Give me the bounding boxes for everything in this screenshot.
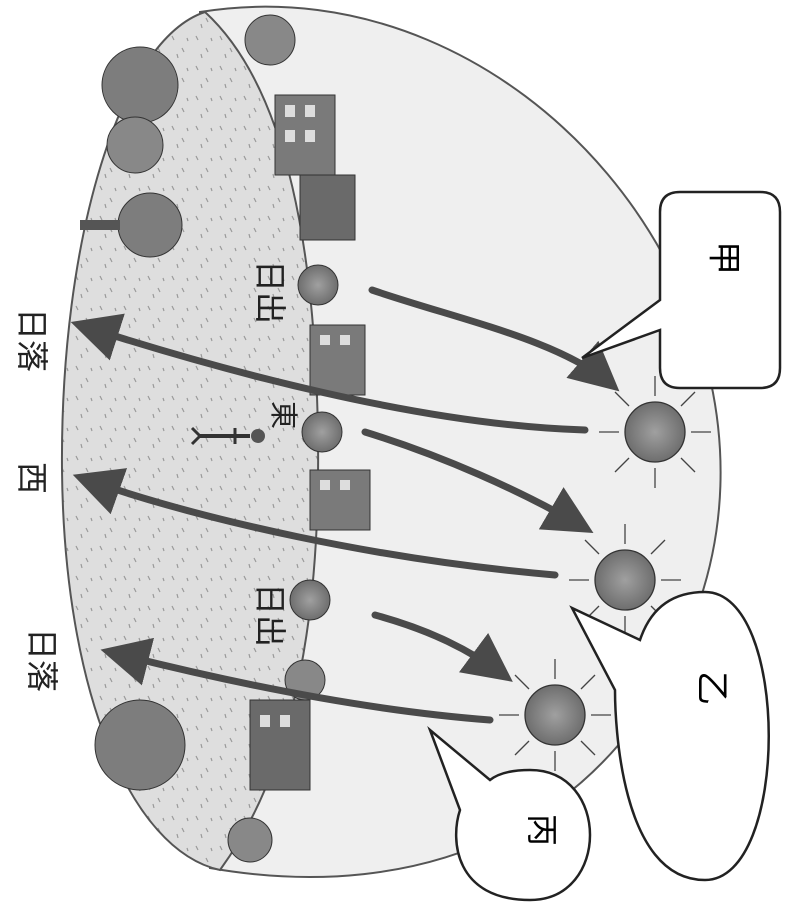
label-sunrise-top: 日出 (251, 260, 289, 324)
callout-bing-label: 丙 (523, 814, 561, 846)
callout-jia-label: 甲 (704, 241, 744, 275)
label-west: 西 (13, 462, 51, 494)
label-sunset-bottom: 日落 (23, 628, 61, 692)
label-east: 東 (267, 401, 300, 429)
building-icon (310, 470, 370, 530)
building-icon (250, 700, 310, 790)
label-sunset-top: 日落 (13, 308, 51, 372)
callout-yi-label: 乙 (692, 671, 732, 705)
building-icon (310, 325, 365, 395)
label-sunrise-bottom: 日出 (251, 583, 289, 647)
